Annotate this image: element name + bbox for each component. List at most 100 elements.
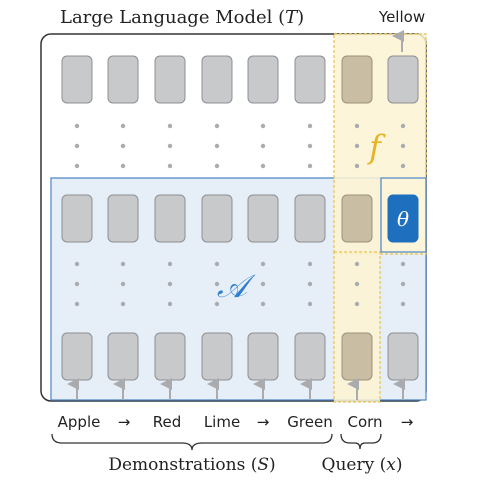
token-block	[154, 332, 186, 381]
ellipsis-dot	[354, 143, 360, 149]
ellipsis-dot	[74, 123, 80, 129]
ellipsis-dot	[400, 261, 406, 267]
theta-region	[380, 177, 427, 253]
query-suffix: )	[396, 455, 403, 475]
query-prefix: Query (	[322, 455, 387, 475]
token-block	[294, 332, 326, 381]
token-block	[387, 55, 419, 104]
token-block	[61, 332, 93, 381]
ellipsis-dot	[260, 123, 266, 129]
ellipsis-dot	[307, 281, 313, 287]
token-block	[247, 194, 279, 243]
ellipsis-dot	[167, 123, 173, 129]
token-block	[107, 332, 139, 381]
ellipsis-dot	[354, 281, 360, 287]
ellipsis-dot	[167, 281, 173, 287]
ellipsis-dot	[167, 143, 173, 149]
ellipsis-dot	[354, 301, 360, 307]
token-block	[341, 55, 373, 104]
ellipsis-dot	[260, 143, 266, 149]
token-apple: Apple	[58, 413, 101, 431]
ellipsis-dot	[354, 163, 360, 169]
ellipsis-dot	[307, 261, 313, 267]
ellipsis-dot	[214, 123, 220, 129]
token-block	[247, 55, 279, 104]
ellipsis-dot	[307, 163, 313, 169]
ellipsis-dot	[120, 123, 126, 129]
demonstrations-label: Demonstrations (S)	[108, 455, 275, 475]
token-block-grid: θ	[61, 55, 419, 381]
ellipsis-dot	[400, 163, 406, 169]
ellipsis-dot	[307, 123, 313, 129]
ellipsis-dot	[400, 143, 406, 149]
token-block	[294, 55, 326, 104]
token-arrow-1: →	[118, 413, 131, 431]
ellipsis-dot	[260, 261, 266, 267]
theta-block	[387, 194, 419, 243]
token-green: Green	[287, 413, 332, 431]
token-lime: Lime	[204, 413, 240, 431]
ellipsis-dot	[74, 261, 80, 267]
token-block	[107, 55, 139, 104]
ellipsis-dot	[354, 261, 360, 267]
ellipsis-dot	[400, 301, 406, 307]
model-title: Large Language Model (T)	[60, 7, 304, 28]
query-label: Query (x)	[322, 455, 403, 475]
ellipsis-dot	[120, 143, 126, 149]
ellipsis-dot	[214, 301, 220, 307]
ellipsis-dot	[74, 281, 80, 287]
ellipsis-dot	[260, 163, 266, 169]
model-title-symbol: T	[285, 7, 299, 28]
output-label: Yellow	[378, 8, 425, 26]
ellipsis-dot	[214, 143, 220, 149]
ellipsis-dot	[167, 301, 173, 307]
token-block	[154, 55, 186, 104]
demonstrations-brace	[51, 433, 333, 451]
token-arrow-2: →	[257, 413, 270, 431]
ellipsis-dots	[74, 123, 406, 307]
token-block	[154, 194, 186, 243]
token-block	[341, 332, 373, 381]
token-red: Red	[153, 413, 182, 431]
token-corn: Corn	[347, 413, 382, 431]
token-block	[61, 194, 93, 243]
ellipsis-dot	[354, 123, 360, 129]
token-block	[61, 55, 93, 104]
ellipsis-dot	[74, 301, 80, 307]
ellipsis-dot	[74, 163, 80, 169]
token-block	[341, 194, 373, 243]
demonstrations-suffix: )	[269, 455, 276, 475]
token-query-arrow: →	[401, 413, 414, 431]
ellipsis-dot	[167, 163, 173, 169]
ellipsis-dot	[120, 261, 126, 267]
token-block	[247, 332, 279, 381]
ellipsis-dot	[260, 301, 266, 307]
ellipsis-dot	[400, 281, 406, 287]
ellipsis-dot	[400, 123, 406, 129]
demonstrations-symbol: S	[257, 455, 269, 475]
demonstrations-prefix: Demonstrations (	[108, 455, 257, 475]
ellipsis-dot	[214, 163, 220, 169]
ellipsis-dot	[260, 281, 266, 287]
token-block	[201, 55, 233, 104]
query-symbol: x	[386, 455, 396, 475]
ellipsis-dot	[307, 143, 313, 149]
input-arrows	[67, 378, 405, 400]
ellipsis-dot	[214, 261, 220, 267]
token-block	[294, 194, 326, 243]
ellipsis-dot	[214, 281, 220, 287]
theta-symbol: θ	[397, 207, 409, 231]
ellipsis-dot	[120, 163, 126, 169]
token-block	[107, 194, 139, 243]
ellipsis-dot	[120, 281, 126, 287]
token-block	[201, 332, 233, 381]
ellipsis-dot	[307, 301, 313, 307]
token-block	[201, 194, 233, 243]
ellipsis-dot	[120, 301, 126, 307]
model-title-prefix: Large Language Model (	[60, 7, 285, 28]
ellipsis-dot	[74, 143, 80, 149]
token-block	[387, 332, 419, 381]
query-brace	[340, 433, 382, 450]
ellipsis-dot	[167, 261, 173, 267]
